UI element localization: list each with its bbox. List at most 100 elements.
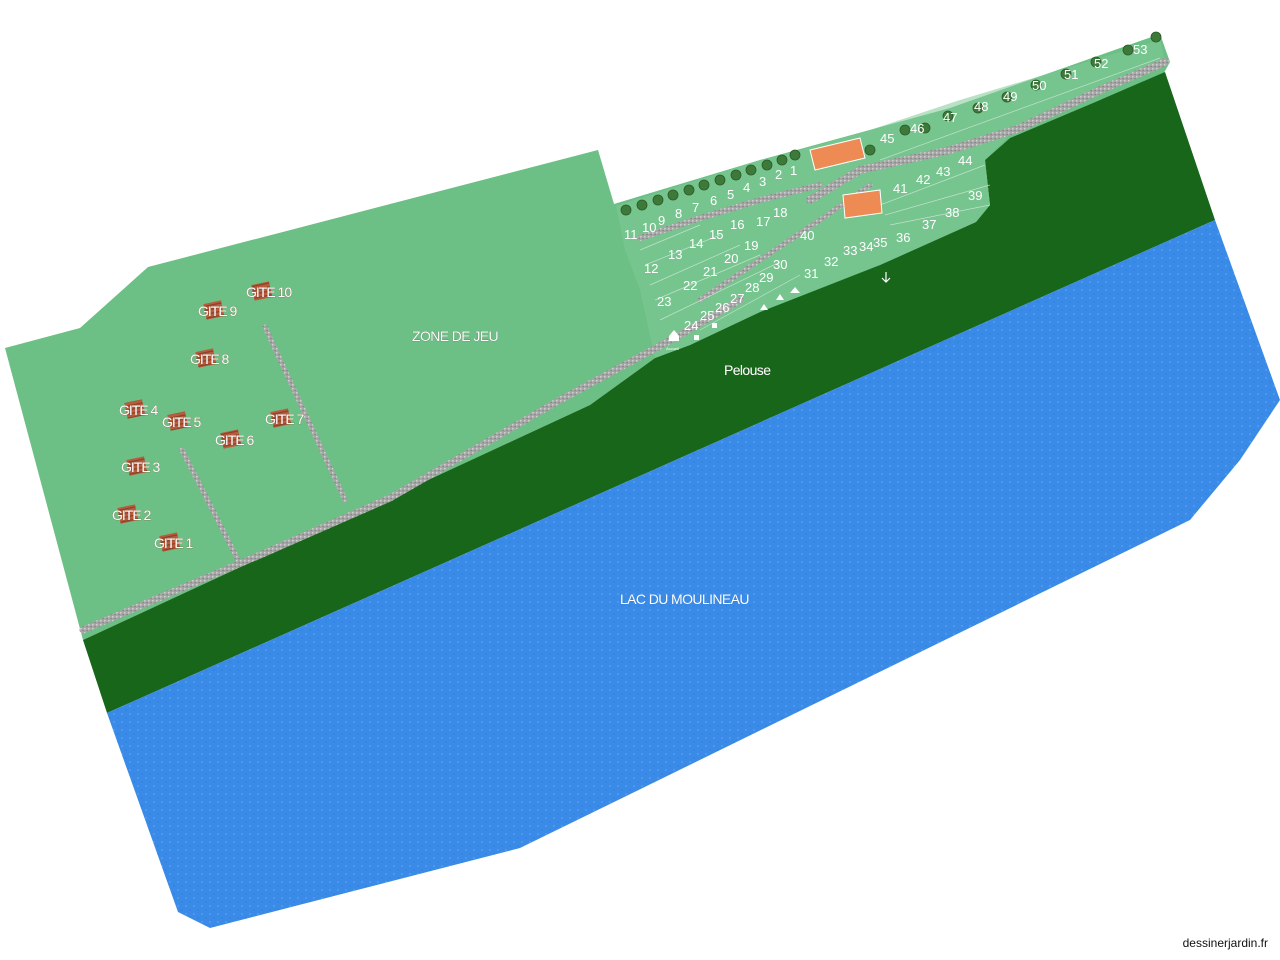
gite-5: GITE 5 bbox=[162, 411, 203, 431]
pitch-number: 51 bbox=[1064, 67, 1078, 82]
tree bbox=[972, 102, 984, 114]
pitch-area bbox=[616, 40, 1165, 358]
pitch-number: 4 bbox=[743, 180, 750, 195]
pitch-number: 41 bbox=[893, 181, 907, 196]
accueil: Accueil bbox=[666, 272, 891, 351]
tree bbox=[683, 184, 695, 196]
pitch-divider bbox=[639, 224, 701, 251]
pitch-number: 6 bbox=[710, 193, 717, 208]
gite-roof bbox=[159, 532, 181, 552]
gite-9: GITE 9 bbox=[198, 300, 239, 320]
pitch-number: 53 bbox=[1133, 42, 1147, 57]
play-zone-label: ZONE DE JEU bbox=[412, 328, 498, 344]
pitch-divider bbox=[889, 204, 991, 226]
pitch-number: 45 bbox=[880, 131, 894, 146]
gite-roof bbox=[251, 281, 273, 301]
pitch-dividers bbox=[639, 57, 1161, 331]
gite-label: GITE 7 bbox=[265, 411, 305, 427]
pitch-number: 49 bbox=[1003, 89, 1017, 104]
tree bbox=[776, 154, 788, 166]
gite-3: GITE 3 bbox=[121, 456, 162, 476]
tree bbox=[864, 144, 876, 156]
pitch-number: 25 bbox=[700, 308, 714, 323]
pitch-number: 31 bbox=[804, 266, 818, 281]
pitch-number: 3 bbox=[759, 174, 766, 189]
lawn-label: Pelouse bbox=[724, 362, 771, 378]
pitch-number: 52 bbox=[1094, 56, 1108, 71]
gite-roof bbox=[220, 429, 242, 449]
gite-2: GITE 2 bbox=[112, 504, 153, 524]
pitch-number: 10 bbox=[642, 220, 656, 235]
tree bbox=[789, 149, 801, 161]
pitch-number: 18 bbox=[773, 205, 787, 220]
pitch-path-upper bbox=[637, 182, 823, 241]
tree bbox=[942, 110, 954, 122]
tree bbox=[652, 194, 664, 206]
pitch-number: 7 bbox=[692, 200, 699, 215]
main-path bbox=[79, 296, 744, 634]
pitch-divider bbox=[644, 234, 721, 266]
pitch-number: 36 bbox=[896, 230, 910, 245]
tent-icon-2 bbox=[776, 294, 784, 300]
pitch-number: 17 bbox=[756, 214, 770, 229]
gite-4: GITE 4 bbox=[119, 399, 160, 419]
pitch-divider bbox=[879, 57, 1161, 161]
pitch-number: 24 bbox=[684, 318, 698, 333]
tree bbox=[1090, 56, 1102, 68]
pitch-number: 22 bbox=[683, 278, 697, 293]
pitch-number: 9 bbox=[658, 213, 665, 228]
building-top bbox=[809, 137, 866, 171]
pitch-number: 11 bbox=[624, 227, 638, 242]
pitch-number: 12 bbox=[644, 261, 658, 276]
tent-icon-3 bbox=[790, 287, 800, 293]
gite-label: GITE 5 bbox=[162, 414, 202, 430]
pitch-number: 48 bbox=[974, 99, 988, 114]
lake-label: LAC DU MOULINEAU bbox=[620, 591, 749, 607]
tree bbox=[620, 204, 632, 216]
pitch-number: 38 bbox=[945, 205, 959, 220]
building-bottom bbox=[842, 189, 883, 219]
pitch-number: 20 bbox=[724, 251, 738, 266]
pitch-number: 26 bbox=[715, 300, 729, 315]
pitch-number: 1 bbox=[790, 163, 797, 178]
pitch-number: 46 bbox=[910, 121, 924, 136]
tree bbox=[714, 174, 726, 186]
pitch-number: 50 bbox=[1032, 78, 1046, 93]
pitch-divider bbox=[884, 184, 991, 216]
pitch-divider bbox=[659, 261, 781, 321]
tree bbox=[667, 189, 679, 201]
credit-text: dessinerjardin.fr bbox=[1182, 936, 1268, 950]
gite-roof bbox=[270, 408, 292, 428]
gite-roof bbox=[124, 399, 146, 419]
pitch-divider bbox=[699, 274, 801, 331]
tree bbox=[919, 122, 931, 134]
gite-path-2 bbox=[262, 324, 348, 503]
gite-6: GITE 6 bbox=[215, 429, 256, 449]
small-marker-1 bbox=[694, 335, 699, 340]
pitch-number: 15 bbox=[709, 227, 723, 242]
gite-label: GITE 6 bbox=[215, 432, 255, 448]
tree bbox=[1030, 79, 1042, 91]
home-icon bbox=[669, 330, 679, 341]
gite-label: GITE 1 bbox=[154, 535, 194, 551]
tent-icon-1 bbox=[760, 304, 768, 310]
gite-roof bbox=[195, 348, 217, 368]
gite-label: GITE 8 bbox=[190, 351, 230, 367]
gite-label: GITE 9 bbox=[198, 303, 238, 319]
gite-8: GITE 8 bbox=[190, 348, 231, 368]
pitch-number: 14 bbox=[689, 236, 703, 251]
lawn-area bbox=[83, 72, 1215, 713]
reception-building bbox=[809, 137, 883, 219]
gite-label: GITE 2 bbox=[112, 507, 152, 523]
small-marker-2 bbox=[712, 323, 717, 328]
pitch-path-center bbox=[806, 58, 1169, 204]
pitch-number: 34 bbox=[859, 239, 873, 254]
pitch-number: 2 bbox=[775, 167, 782, 182]
tree bbox=[636, 199, 648, 211]
pitch-number: 28 bbox=[745, 280, 759, 295]
gite-label: GITE 10 bbox=[246, 284, 292, 300]
pitch-number: 27 bbox=[730, 291, 744, 306]
pitch-number: 29 bbox=[759, 270, 773, 285]
